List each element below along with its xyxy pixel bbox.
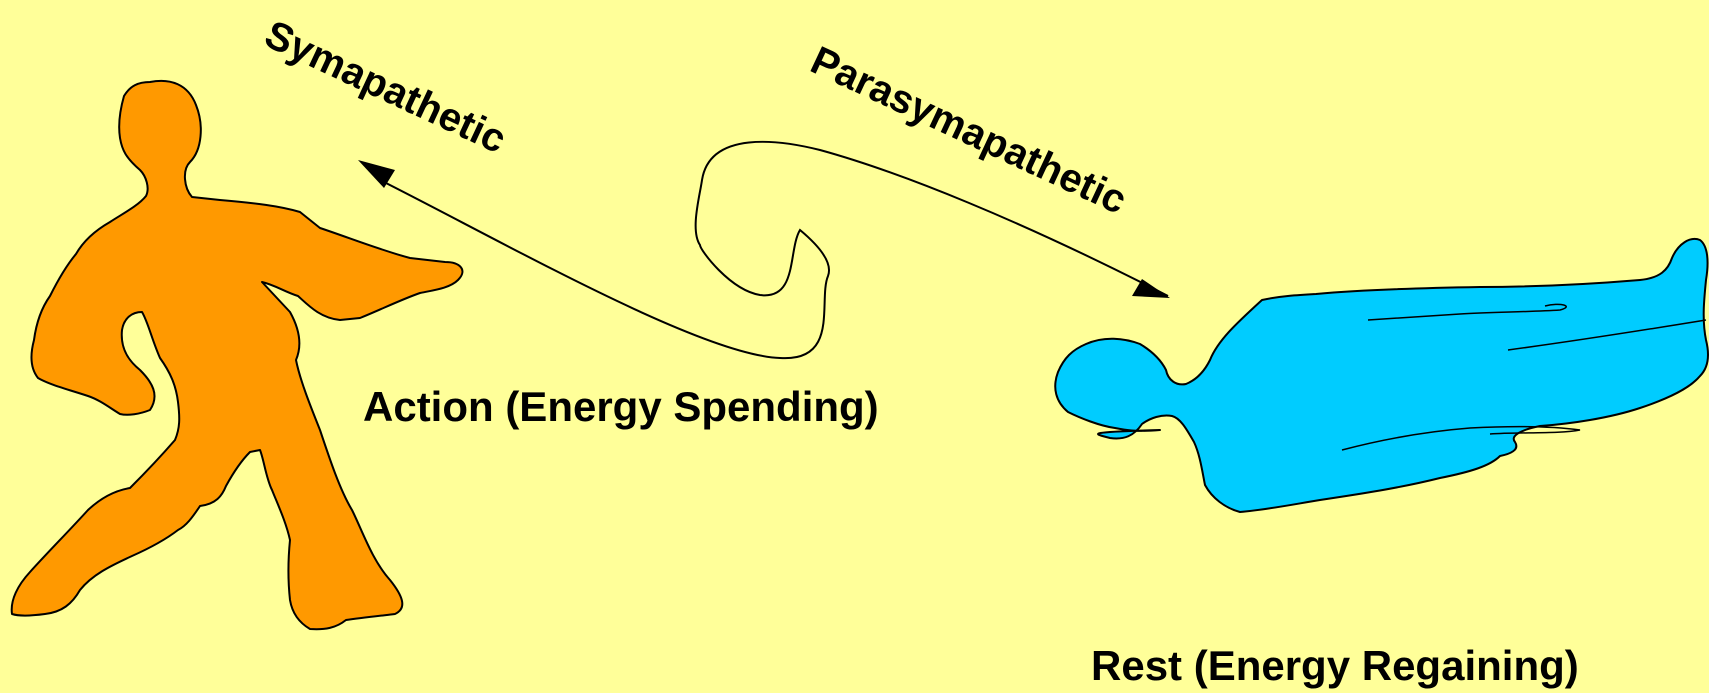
label-sympathetic: Symapathetic	[258, 12, 512, 162]
connector-loop	[375, 140, 1169, 360]
rest-figure-lower-line	[1341, 425, 1581, 451]
arrow-sympathetic	[358, 160, 395, 188]
rest-figure-leg-line	[1507, 319, 1707, 351]
label-parasympathetic: Parasymapathetic	[804, 38, 1133, 223]
rest-figure	[1054, 238, 1709, 513]
arrow-parasympathetic	[1132, 279, 1170, 298]
label-action: Action (Energy Spending)	[363, 383, 879, 430]
rest-figure-arm-line	[1367, 303, 1567, 321]
action-figure	[10, 79, 464, 631]
label-rest: Rest (Energy Regaining)	[1091, 642, 1579, 689]
